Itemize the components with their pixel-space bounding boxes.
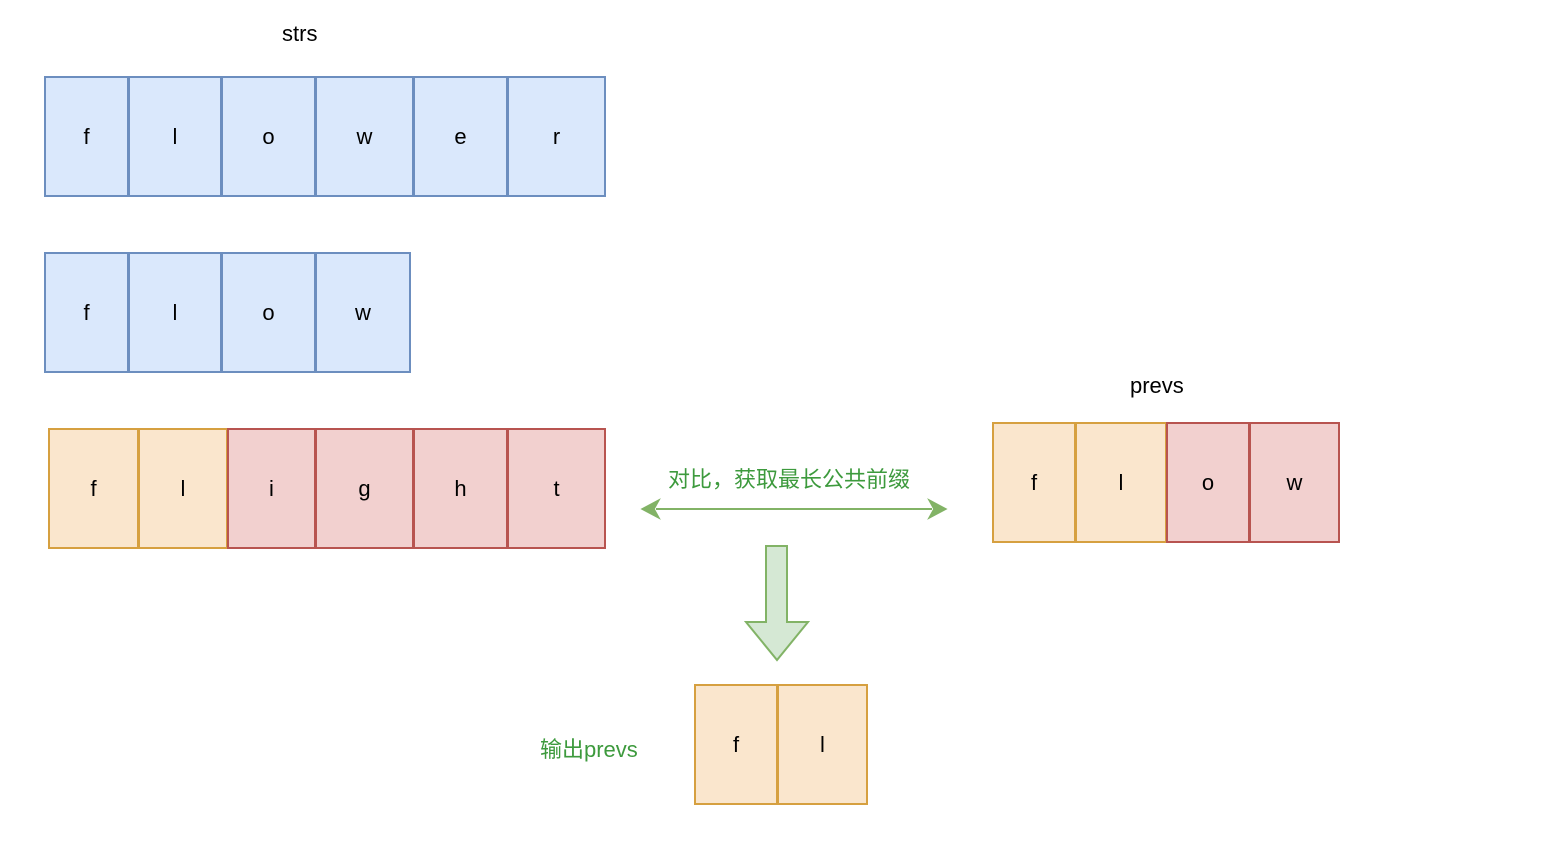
cell-prevs-3: w (1249, 422, 1340, 543)
cell-output-1: l (777, 684, 868, 805)
cell-flight-3: g (315, 428, 414, 549)
cell-flow-2: o (221, 252, 316, 373)
row-flow: f l o w (44, 252, 411, 373)
cell-flight-1: l (138, 428, 228, 549)
cell-flight-2: i (227, 428, 316, 549)
row-flight: f l i g h t (48, 428, 606, 549)
cell-flower-4: e (413, 76, 508, 197)
cell-output-0: f (694, 684, 778, 805)
cell-flower-0: f (44, 76, 129, 197)
cell-flight-5: t (507, 428, 606, 549)
cell-prevs-0: f (992, 422, 1076, 543)
cell-flow-3: w (315, 252, 411, 373)
double-arrow-icon (640, 498, 948, 520)
output-label: 输出prevs (540, 737, 638, 762)
strs-label: strs (282, 21, 318, 46)
row-output: f l (694, 684, 868, 805)
cell-flower-3: w (315, 76, 414, 197)
prevs-label: prevs (1130, 373, 1184, 398)
compare-label: 对比，获取最长公共前缀 (668, 467, 911, 492)
row-prevs: f l o w (992, 422, 1340, 543)
down-arrow-icon (743, 545, 811, 662)
cell-flower-5: r (507, 76, 606, 197)
row-flower: f l o w e r (44, 76, 606, 197)
